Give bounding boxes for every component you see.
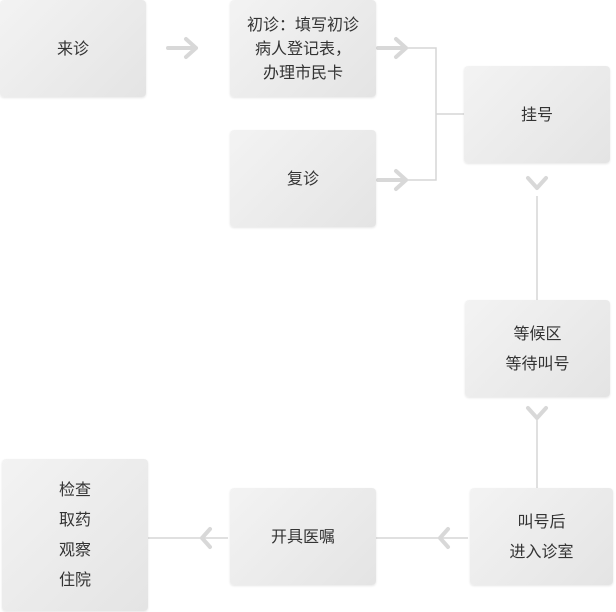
node-prescription-text: 开具医嘱 (270, 526, 335, 546)
arrow-first-to-merge (376, 37, 408, 59)
arrow-return-to-merge (376, 169, 408, 191)
node-return-visit: 复诊 (230, 130, 376, 227)
node-final-line-1: 检查 (58, 480, 91, 499)
node-register: 挂号 (464, 66, 610, 163)
node-prescription: 开具医嘱 (230, 488, 376, 585)
node-waiting: 等候区 等待叫号 (465, 300, 610, 397)
node-waiting-line-1: 等候区 (513, 323, 562, 343)
node-register-text: 挂号 (520, 104, 553, 124)
connector-line-merge (408, 47, 437, 181)
arrow-register-to-waiting (526, 176, 548, 190)
arrow-called-to-prescription (438, 527, 450, 549)
node-first-visit-line-1: 初诊：填写初诊 (246, 14, 359, 34)
arrow-waiting-to-called (526, 406, 548, 420)
node-called: 叫号后 进入诊室 (470, 488, 613, 585)
node-return-visit-text: 复诊 (286, 168, 319, 188)
node-first-visit-line-2: 病人登记表， (254, 38, 351, 58)
node-visit-text: 来诊 (56, 38, 89, 58)
node-final-line-2: 取药 (58, 510, 91, 529)
arrow-visit-to-first (166, 37, 198, 59)
node-called-line-2: 进入诊室 (509, 541, 574, 561)
node-visit: 来诊 (0, 0, 146, 97)
node-first-visit: 初诊：填写初诊 病人登记表， 办理市民卡 (230, 0, 376, 97)
node-first-visit-line-3: 办理市民卡 (262, 62, 343, 82)
arrow-prescription-to-final (200, 527, 212, 549)
node-final: 检查 取药 观察 住院 (2, 459, 148, 611)
node-called-line-1: 叫号后 (517, 511, 566, 531)
node-waiting-line-2: 等待叫号 (505, 353, 570, 373)
node-final-line-3: 观察 (58, 540, 91, 559)
node-final-line-4: 住院 (58, 570, 91, 589)
